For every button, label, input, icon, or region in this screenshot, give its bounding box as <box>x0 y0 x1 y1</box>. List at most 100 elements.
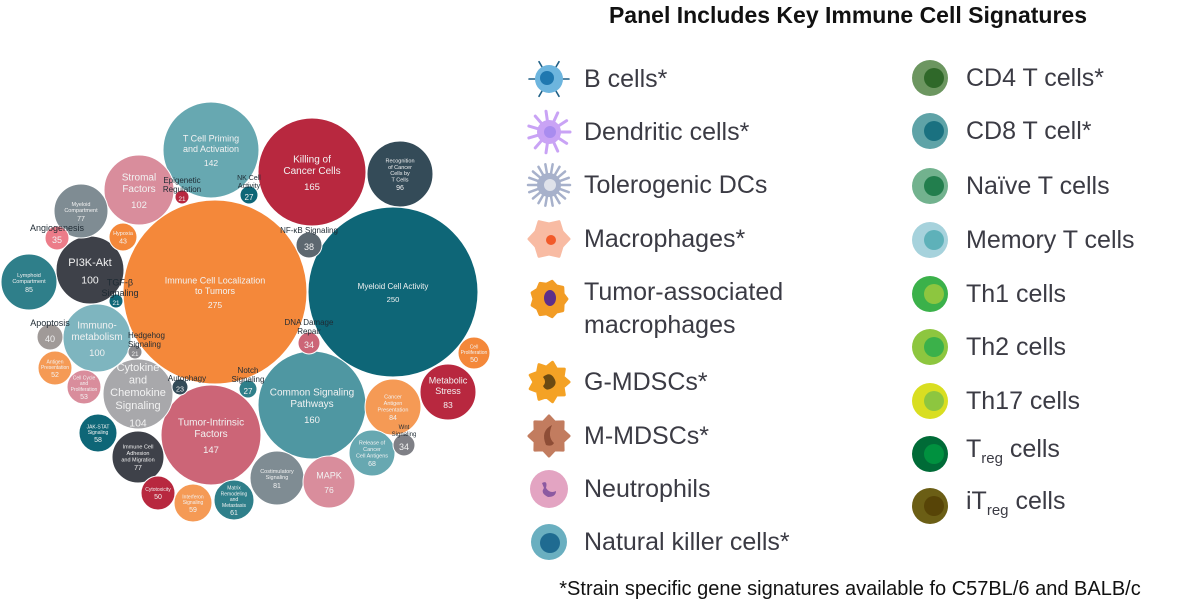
bubble-circle[interactable] <box>108 293 124 309</box>
bubble[interactable]: MAPK 76 <box>302 455 356 509</box>
bubble-circle[interactable] <box>297 331 321 355</box>
bubble-label: NF-κB Signaling <box>280 226 338 235</box>
bubble-label: MAPK <box>316 471 342 481</box>
bubble-circle[interactable] <box>364 378 422 436</box>
bubble-value: 85 <box>25 287 33 294</box>
bubble-circle[interactable] <box>302 455 356 509</box>
bubble-circle[interactable] <box>307 206 479 378</box>
bubble-circle[interactable] <box>122 199 308 385</box>
bubble-value: 52 <box>51 372 59 379</box>
m-mdsc-icon <box>527 414 571 458</box>
bubble-value: 81 <box>273 483 281 490</box>
bubble-circle[interactable] <box>239 185 259 205</box>
bubble-circle[interactable] <box>37 350 73 386</box>
legend-item: Macrophages* <box>526 216 745 262</box>
bubble-circle[interactable] <box>366 140 434 208</box>
bubble-circle[interactable] <box>44 225 70 251</box>
bubble-circle[interactable] <box>127 344 143 360</box>
bubble-circle[interactable] <box>111 430 165 484</box>
bubble-circle[interactable] <box>140 475 176 511</box>
bubble-value: 275 <box>208 300 223 310</box>
bubble-circle[interactable] <box>174 189 190 205</box>
bubble-circle[interactable] <box>0 253 58 311</box>
bubble-circle[interactable] <box>457 336 491 370</box>
bubble-circle[interactable] <box>78 413 118 453</box>
bubble-value: 23 <box>176 385 184 394</box>
bubble-circle[interactable] <box>102 358 174 430</box>
bubble-value: 76 <box>324 485 334 495</box>
bubble-circle[interactable] <box>108 222 138 252</box>
bubble-circle[interactable] <box>392 433 416 457</box>
bubble-circle[interactable] <box>419 363 477 421</box>
bubble-circle[interactable] <box>103 154 175 226</box>
bubble-circle[interactable] <box>257 117 367 227</box>
bubble-circle[interactable] <box>238 379 258 399</box>
bubble-value: 77 <box>134 465 142 472</box>
th1-cell-icon <box>912 276 948 312</box>
bubble-circle[interactable] <box>213 479 255 521</box>
bubble-circle[interactable] <box>53 183 109 239</box>
bubble-circle[interactable] <box>348 429 396 477</box>
footnote: *Strain specific gene signatures availab… <box>559 578 1141 600</box>
legend-item: CD8 T cell* <box>908 108 1092 154</box>
bubble-circle[interactable] <box>295 231 323 259</box>
bubble-value: 250 <box>387 295 400 304</box>
bubble-circle[interactable] <box>160 384 262 486</box>
th2-cell-icon <box>912 329 948 365</box>
label-suffix: cells <box>1002 435 1060 463</box>
legend-item: Neutrophils <box>526 466 710 512</box>
legend-item: Tumor-associated macrophages <box>526 276 783 342</box>
bubble-circle[interactable] <box>66 369 102 405</box>
legend-item-label: Th2 cells <box>966 332 1067 361</box>
legend-item-label: Memory T cells <box>966 225 1135 254</box>
bubble-circle[interactable] <box>36 323 64 351</box>
bubble-circle[interactable] <box>162 101 260 199</box>
label-subscript: reg <box>986 502 1009 519</box>
bubble-circle[interactable] <box>173 483 213 523</box>
legend-item: B cells* <box>526 56 667 102</box>
bubble-circle[interactable] <box>171 378 189 396</box>
